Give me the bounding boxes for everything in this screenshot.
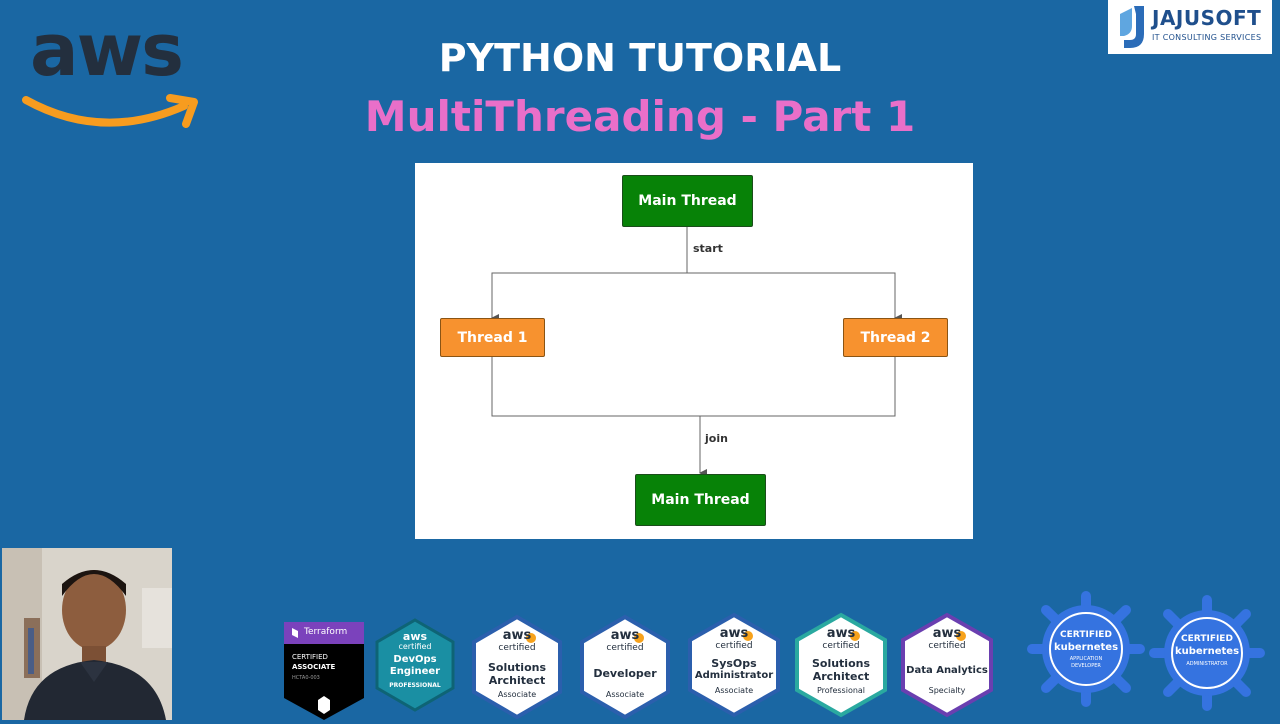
badge-line-2: Architect (488, 674, 546, 687)
badge-aws-solutions-architect-professional: aws certified Solutions Architect Profes… (793, 612, 889, 718)
edge-label-start: start (693, 242, 723, 255)
page-title: PYTHON TUTORIAL (438, 36, 842, 80)
terraform-level: ASSOCIATE (292, 663, 336, 671)
terraform-code: HCTA0-003 (292, 675, 320, 681)
aws-certified-label: certified (822, 641, 860, 651)
terraform-brand: Terraform (304, 627, 348, 637)
aws-hexagon-badge-icon (375, 618, 455, 712)
badge-aws-devops-professional: aws certified DevOps Engineer PROFESSION… (373, 618, 457, 712)
kubernetes-helm-badge-icon (1027, 591, 1145, 707)
aws-hexagon-badge-icon (795, 612, 887, 718)
badge-aws-developer-associate: aws certified Developer Associate (578, 614, 672, 720)
aws-mark: aws (610, 628, 640, 643)
company-tagline: IT CONSULTING SERVICES (1152, 33, 1262, 42)
aws-certified-label: certified (398, 642, 432, 651)
aws-hexagon-badge-icon (901, 612, 993, 718)
badge-line-1: SysOps (711, 657, 757, 670)
badge-level: Specialty (928, 686, 966, 695)
kubernetes-helm-badge-icon (1149, 595, 1265, 711)
aws-mark: aws (826, 626, 856, 641)
badge-aws-solutions-architect-associate: aws certified Solutions Architect Associ… (470, 614, 564, 720)
badge-line-2: Administrator (694, 670, 774, 681)
badge-line-1: DevOps (393, 654, 437, 665)
company-name: JAJUSOFT (1152, 6, 1262, 30)
terraform-certified: CERTIFIED (292, 653, 328, 661)
badge-line-1: Solutions (811, 657, 871, 670)
edge-join-merge (491, 357, 896, 417)
aws-mark: aws (719, 626, 749, 641)
presenter-photo (2, 548, 172, 720)
k8s-track-2: DEVELOPER (1071, 663, 1101, 669)
thread-flow-diagram: Main Thread Thread 1 Thread 2 Main Threa… (415, 163, 973, 539)
edge-start-split-right (687, 272, 902, 322)
main-thread-end-node: Main Thread (635, 474, 766, 526)
k8s-certified: CERTIFIED (1060, 630, 1112, 640)
k8s-track: ADMINISTRATOR (1186, 661, 1228, 667)
badge-line-1: Data Analytics (906, 665, 988, 676)
main-thread-start-node: Main Thread (622, 175, 753, 227)
aws-mark: aws (932, 626, 962, 641)
badge-line-2: Architect (812, 670, 870, 683)
aws-hexagon-badge-icon (472, 614, 562, 720)
aws-logo-text: aws (30, 8, 184, 92)
aws-smile-arrow-icon (22, 94, 198, 128)
aws-mark: aws (402, 630, 428, 643)
aws-mark: aws (502, 628, 532, 643)
badge-kubernetes-application-developer: CERTIFIED kubernetes APPLICATION DEVELOP… (1026, 590, 1146, 708)
company-logo: JAJUSOFT IT CONSULTING SERVICES (1108, 0, 1272, 54)
diagram-connectors (491, 227, 902, 477)
aws-hexagon-badge-icon (688, 612, 780, 718)
page-subtitle: MultiThreading - Part 1 (364, 92, 916, 141)
edge-start-split (491, 227, 688, 322)
badge-level: Associate (714, 686, 754, 695)
badge-line-2: Engineer (389, 666, 441, 677)
badge-line-1: Developer (593, 667, 657, 680)
aws-hexagon-badge-icon (580, 614, 670, 720)
k8s-brand: kubernetes (1053, 642, 1119, 653)
badge-level: Associate (605, 690, 645, 699)
badge-level: PROFESSIONAL (389, 682, 441, 689)
badge-kubernetes-administrator: CERTIFIED kubernetes ADMINISTRATOR (1148, 594, 1266, 712)
thread-2-node: Thread 2 (843, 318, 948, 357)
edge-label-join: join (705, 432, 728, 445)
k8s-brand: kubernetes (1174, 646, 1240, 657)
badge-aws-data-analytics-specialty: aws certified Data Analytics Specialty (899, 612, 995, 718)
jajusoft-mark-icon (1120, 6, 1144, 48)
thread-1-node: Thread 1 (440, 318, 545, 357)
k8s-certified: CERTIFIED (1181, 634, 1233, 644)
aws-certified-label: certified (715, 641, 753, 651)
presenter-image (2, 548, 172, 720)
aws-logo: aws (22, 14, 202, 130)
k8s-track-1: APPLICATION (1069, 656, 1103, 662)
badge-terraform-associate: Terraform CERTIFIED ASSOCIATE HCTA0-003 (284, 622, 364, 720)
badge-line-1: Solutions (487, 661, 547, 674)
terraform-badge-icon (284, 622, 364, 720)
badge-level: Professional (816, 686, 866, 695)
aws-certified-label: certified (928, 641, 966, 651)
aws-certified-label: certified (498, 643, 536, 653)
aws-certified-label: certified (606, 643, 644, 653)
badge-level: Associate (497, 690, 537, 699)
badge-aws-sysops-administrator-associate: aws certified SysOps Administrator Assoc… (686, 612, 782, 718)
